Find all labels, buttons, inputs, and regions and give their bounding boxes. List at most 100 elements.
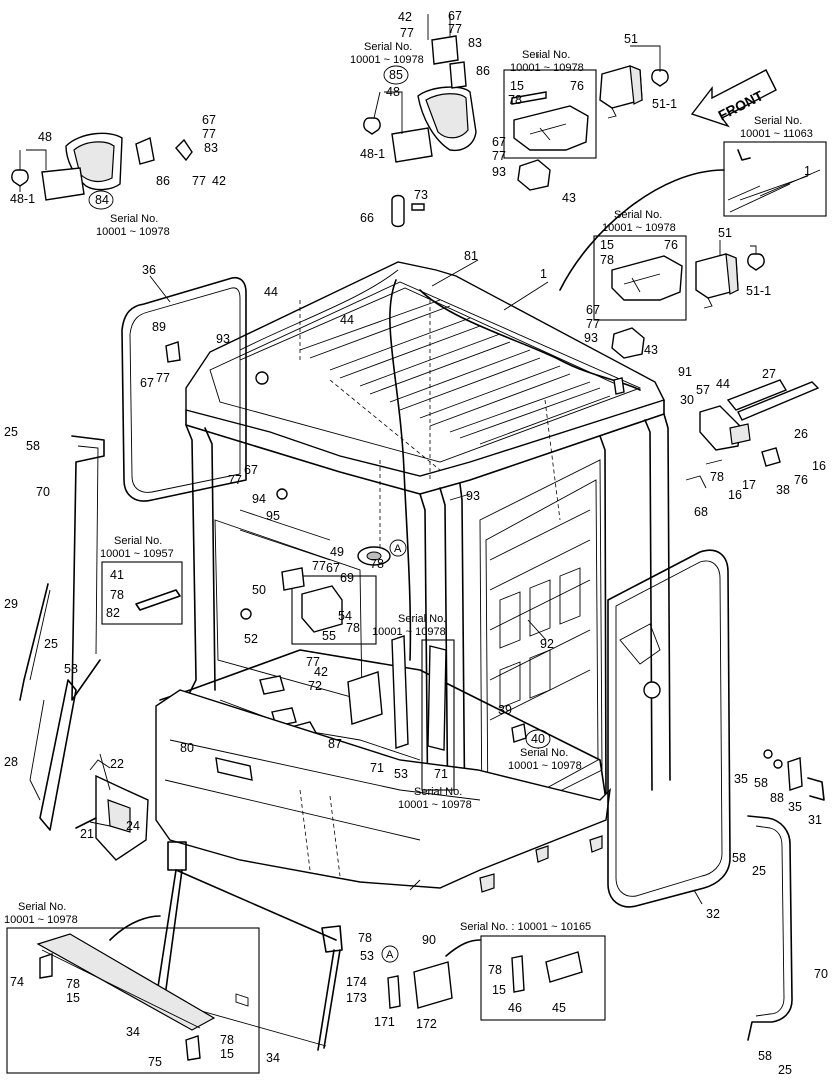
lamp-cover-76-top (511, 91, 589, 151)
serial-box-10957 (101, 561, 183, 625)
part-label: 91 (678, 365, 692, 379)
part-label: 25 (752, 864, 766, 878)
part-label: 55 (322, 629, 336, 643)
part-label: 74 (10, 975, 24, 989)
serial-label-4: Serial No. (754, 115, 802, 127)
part-label: 77 (202, 127, 216, 141)
part-label: 15 (510, 79, 524, 93)
part-label: 58 (64, 662, 78, 676)
front-glass-36 (121, 276, 247, 502)
part-label: 78 (346, 621, 360, 635)
part-label: 93 (584, 331, 598, 345)
part-label: 80 (180, 741, 194, 755)
part-label: 77 (586, 317, 600, 331)
part-label: 71 (434, 767, 448, 781)
part-label: 42 (212, 174, 226, 188)
part-label: 52 (244, 632, 258, 646)
part-label: 48-1 (10, 192, 35, 206)
part-label: 77 (192, 174, 206, 188)
headlamp-85 (363, 14, 477, 163)
serial-range-8: 10001 ~ 10978 (508, 760, 582, 772)
part-label: 84 (95, 193, 109, 207)
part-label: 51-1 (652, 97, 677, 111)
part-label: 73 (414, 188, 428, 202)
part-label: 78 (710, 470, 724, 484)
part-label: 44 (716, 377, 730, 391)
part-label: 93 (466, 489, 480, 503)
part-label: 35 (734, 772, 748, 786)
part-label: 77 (312, 559, 326, 573)
part-label: 78 (488, 963, 502, 977)
part-label: 28 (4, 755, 18, 769)
door-glass-32 (607, 549, 731, 908)
part-label: 75 (148, 1055, 162, 1069)
part-label: 53 (394, 767, 408, 781)
part-label: 26 (794, 427, 808, 441)
part-label: 58 (732, 851, 746, 865)
part-label: 16 (728, 488, 742, 502)
part-label: 25 (44, 637, 58, 651)
serial-label-2: Serial No. (522, 49, 570, 61)
part-label: 51 (624, 32, 638, 46)
part-label: 69 (340, 571, 354, 585)
part-label: 67 (140, 376, 154, 390)
part-label: 77 (156, 371, 170, 385)
serial-label-8: Serial No. (520, 747, 568, 759)
serial-label-1: Serial No. (364, 41, 412, 53)
part-label: 93 (216, 332, 230, 346)
part-label: 92 (540, 637, 554, 651)
part-label: 49 (330, 545, 344, 559)
serial-box-10978-top (503, 69, 597, 159)
serial-label-9: Serial No. (414, 786, 462, 798)
part-label: 53 (360, 949, 374, 963)
part-label: 67 (586, 303, 600, 317)
part-label: 78 (110, 588, 124, 602)
part-label: 67 (492, 135, 506, 149)
ref-a-label: A (394, 543, 402, 555)
part-label: 34 (266, 1051, 280, 1065)
part-label: 48-1 (360, 147, 385, 161)
part-label: 76 (570, 79, 584, 93)
part-label: 82 (106, 606, 120, 620)
part-label: 25 (778, 1063, 792, 1077)
part-label: 76 (794, 473, 808, 487)
detail-callout-mirror (387, 935, 606, 1021)
part-label: 89 (152, 320, 166, 334)
serial-label-7: Serial No. (398, 613, 446, 625)
circled-callouts (88, 65, 551, 963)
part-label: 43 (644, 343, 658, 357)
detail-callout-blind (6, 915, 260, 1074)
work-lamp-51-mid (695, 253, 765, 309)
part-label: 58 (758, 1049, 772, 1063)
part-label: 58 (754, 776, 768, 790)
part-label: 67 (244, 463, 258, 477)
part-label: 85 (389, 68, 403, 82)
serial-range-1: 10001 ~ 10978 (350, 54, 424, 66)
part-label: 57 (696, 383, 710, 397)
part-label: 16 (812, 459, 826, 473)
serial-range-7: 10001 ~ 10978 (372, 626, 446, 638)
part-label: 77 (492, 149, 506, 163)
serial-range-10: 10001 ~ 10978 (4, 914, 78, 926)
door-latch-parts (763, 749, 825, 801)
ref-a-labels: A A (386, 543, 402, 961)
wiper-motor-assembly (685, 379, 820, 489)
wiper-motor-22 (75, 759, 149, 861)
part-label: 67 (448, 9, 462, 23)
part-label: 51 (718, 226, 732, 240)
part-label: 81 (464, 249, 478, 263)
part-label: 44 (264, 285, 278, 299)
part-label: 67 (202, 113, 216, 127)
part-label: 42 (398, 10, 412, 24)
part-label: 77 (306, 655, 320, 669)
part-label: 77 (228, 473, 242, 487)
serial-box-71 (391, 635, 455, 791)
part-label: 15 (220, 1047, 234, 1061)
part-label: 66 (360, 211, 374, 225)
serial-range-3: 10001 ~ 10978 (96, 226, 170, 238)
serial-range-5: 10001 ~ 10978 (602, 222, 676, 234)
cab-body (155, 261, 671, 893)
part-label: 41 (110, 568, 124, 582)
part-label: 1 (540, 267, 547, 281)
part-label: 86 (156, 174, 170, 188)
